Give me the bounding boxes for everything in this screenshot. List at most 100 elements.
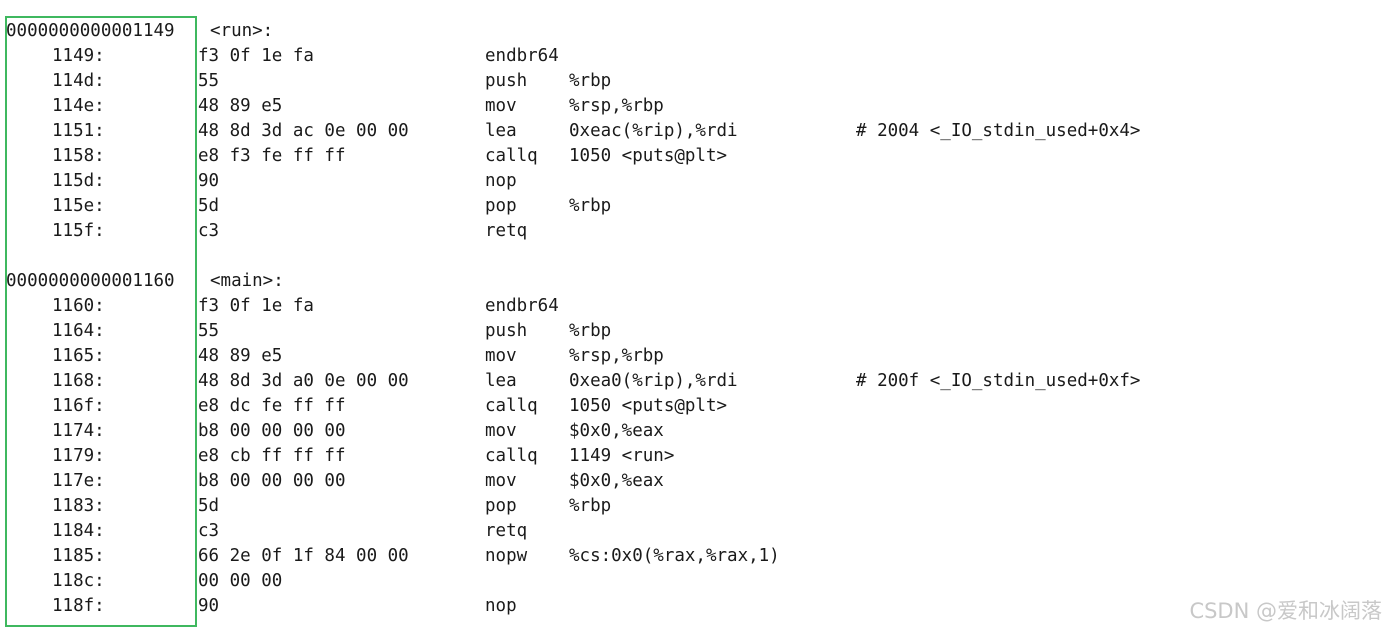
symbol-header: 0000000000001160 <main>: [6, 269, 1388, 294]
instruction-bytes: 48 8d 3d a0 0e 00 00 [198, 371, 409, 391]
instruction-bytes: e8 cb ff ff ff [198, 446, 346, 466]
instruction-mnemonic: nopw [485, 546, 528, 566]
instruction-address: 1185: [52, 546, 105, 566]
instruction-bytes: e8 f3 fe ff ff [198, 146, 346, 166]
instruction-bytes: 00 00 00 [198, 571, 283, 591]
instruction-address: 1165: [52, 346, 105, 366]
instruction-address: 1164: [52, 321, 105, 341]
instruction-mnemonic: lea [485, 371, 517, 391]
instruction-bytes: c3 [198, 521, 220, 541]
instruction-row: 117e: b8 00 00 00 00 mov $0x0,%eax [6, 469, 1388, 494]
instruction-address: 1158: [52, 146, 105, 166]
blank-line [6, 244, 1388, 269]
instruction-address: 1174: [52, 421, 105, 441]
instruction-operands: $0x0,%eax [569, 421, 664, 441]
instruction-operands: %rsp,%rbp [569, 96, 664, 116]
instruction-bytes: 48 89 e5 [198, 346, 283, 366]
instruction-bytes: 66 2e 0f 1f 84 00 00 [198, 546, 409, 566]
instruction-address: 115e: [52, 196, 105, 216]
instruction-operands: 0xea0(%rip),%rdi [569, 371, 738, 391]
instruction-row: 115d: 90 nop [6, 169, 1388, 194]
instruction-mnemonic: pop [485, 496, 517, 516]
instruction-mnemonic: retq [485, 221, 528, 241]
instruction-bytes: 90 [198, 171, 220, 191]
instruction-operands: 0xeac(%rip),%rdi [569, 121, 738, 141]
instruction-row: 118c: 00 00 00 [6, 569, 1388, 594]
instruction-bytes: f3 0f 1e fa [198, 296, 314, 316]
instruction-mnemonic: endbr64 [485, 296, 559, 316]
instruction-row: 1184: c3 retq [6, 519, 1388, 544]
instruction-mnemonic: callq [485, 146, 538, 166]
instruction-operands: %rbp [569, 196, 612, 216]
instruction-address: 115d: [52, 171, 105, 191]
instruction-operands: %rbp [569, 71, 612, 91]
instruction-mnemonic: push [485, 71, 528, 91]
instruction-address: 116f: [52, 396, 105, 416]
instruction-row: 114e: 48 89 e5 mov %rsp,%rbp [6, 94, 1388, 119]
instruction-address: 1184: [52, 521, 105, 541]
instruction-bytes: 48 89 e5 [198, 96, 283, 116]
instruction-mnemonic: nop [485, 596, 517, 616]
instruction-mnemonic: callq [485, 396, 538, 416]
instruction-operands: $0x0,%eax [569, 471, 664, 491]
instruction-bytes: f3 0f 1e fa [198, 46, 314, 66]
instruction-row: 114d: 55 push %rbp [6, 69, 1388, 94]
instruction-address: 114d: [52, 71, 105, 91]
instruction-mnemonic: nop [485, 171, 517, 191]
symbol-name: <run>: [210, 21, 274, 41]
instruction-bytes: b8 00 00 00 00 [198, 471, 346, 491]
instruction-bytes: e8 dc fe ff ff [198, 396, 346, 416]
instruction-address: 118c: [52, 571, 105, 591]
instruction-bytes: 55 [198, 321, 220, 341]
instruction-row: 115f: c3 retq [6, 219, 1388, 244]
instruction-row: 1158: e8 f3 fe ff ff callq 1050 <puts@plt> [6, 144, 1388, 169]
instruction-operands: 1050 <puts@plt> [569, 146, 728, 166]
instruction-operands: 1149 <run> [569, 446, 675, 466]
instruction-row: 1179: e8 cb ff ff ff callq 1149 <run> [6, 444, 1388, 469]
instruction-comment: # 2004 <_IO_stdin_used+0x4> [856, 121, 1141, 141]
instruction-address: 117e: [52, 471, 105, 491]
disassembly-listing: 0000000000001149 <run>: 1149: f3 0f 1e fa en… [6, 19, 1388, 619]
instruction-row: 1183: 5d pop %rbp [6, 494, 1388, 519]
instruction-operands: %rsp,%rbp [569, 346, 664, 366]
instruction-address: 1179: [52, 446, 105, 466]
instruction-row: 1174: b8 00 00 00 00 mov $0x0,%eax [6, 419, 1388, 444]
instruction-mnemonic: lea [485, 121, 517, 141]
instruction-address: 1183: [52, 496, 105, 516]
instruction-mnemonic: mov [485, 421, 517, 441]
instruction-address: 115f: [52, 221, 105, 241]
instruction-row: 1160: f3 0f 1e fa endbr64 [6, 294, 1388, 319]
instruction-row: 1168: 48 8d 3d a0 0e 00 00 lea 0xea0(%rip),… [6, 369, 1388, 394]
instruction-mnemonic: callq [485, 446, 538, 466]
instruction-bytes: 55 [198, 71, 220, 91]
instruction-address: 1168: [52, 371, 105, 391]
instruction-bytes: b8 00 00 00 00 [198, 421, 346, 441]
instruction-bytes: c3 [198, 221, 220, 241]
instruction-row: 1165: 48 89 e5 mov %rsp,%rbp [6, 344, 1388, 369]
instruction-mnemonic: mov [485, 471, 517, 491]
instruction-mnemonic: endbr64 [485, 46, 559, 66]
symbol-header: 0000000000001149 <run>: [6, 19, 1388, 44]
instruction-operands: %rbp [569, 496, 612, 516]
instruction-address: 114e: [52, 96, 105, 116]
symbol-name: <main>: [210, 271, 284, 291]
instruction-mnemonic: push [485, 321, 528, 341]
symbol-address: 0000000000001160 [6, 271, 175, 291]
instruction-bytes: 90 [198, 596, 220, 616]
instruction-mnemonic: retq [485, 521, 528, 541]
instruction-address: 1149: [52, 46, 105, 66]
watermark: CSDN @爱和冰阔落 [1189, 599, 1382, 623]
instruction-mnemonic: mov [485, 346, 517, 366]
instruction-operands: 1050 <puts@plt> [569, 396, 728, 416]
symbol-address: 0000000000001149 [6, 21, 175, 41]
instruction-row: 1149: f3 0f 1e fa endbr64 [6, 44, 1388, 69]
instruction-mnemonic: mov [485, 96, 517, 116]
instruction-row: 116f: e8 dc fe ff ff callq 1050 <puts@plt> [6, 394, 1388, 419]
instruction-bytes: 5d [198, 496, 220, 516]
instruction-address: 1160: [52, 296, 105, 316]
